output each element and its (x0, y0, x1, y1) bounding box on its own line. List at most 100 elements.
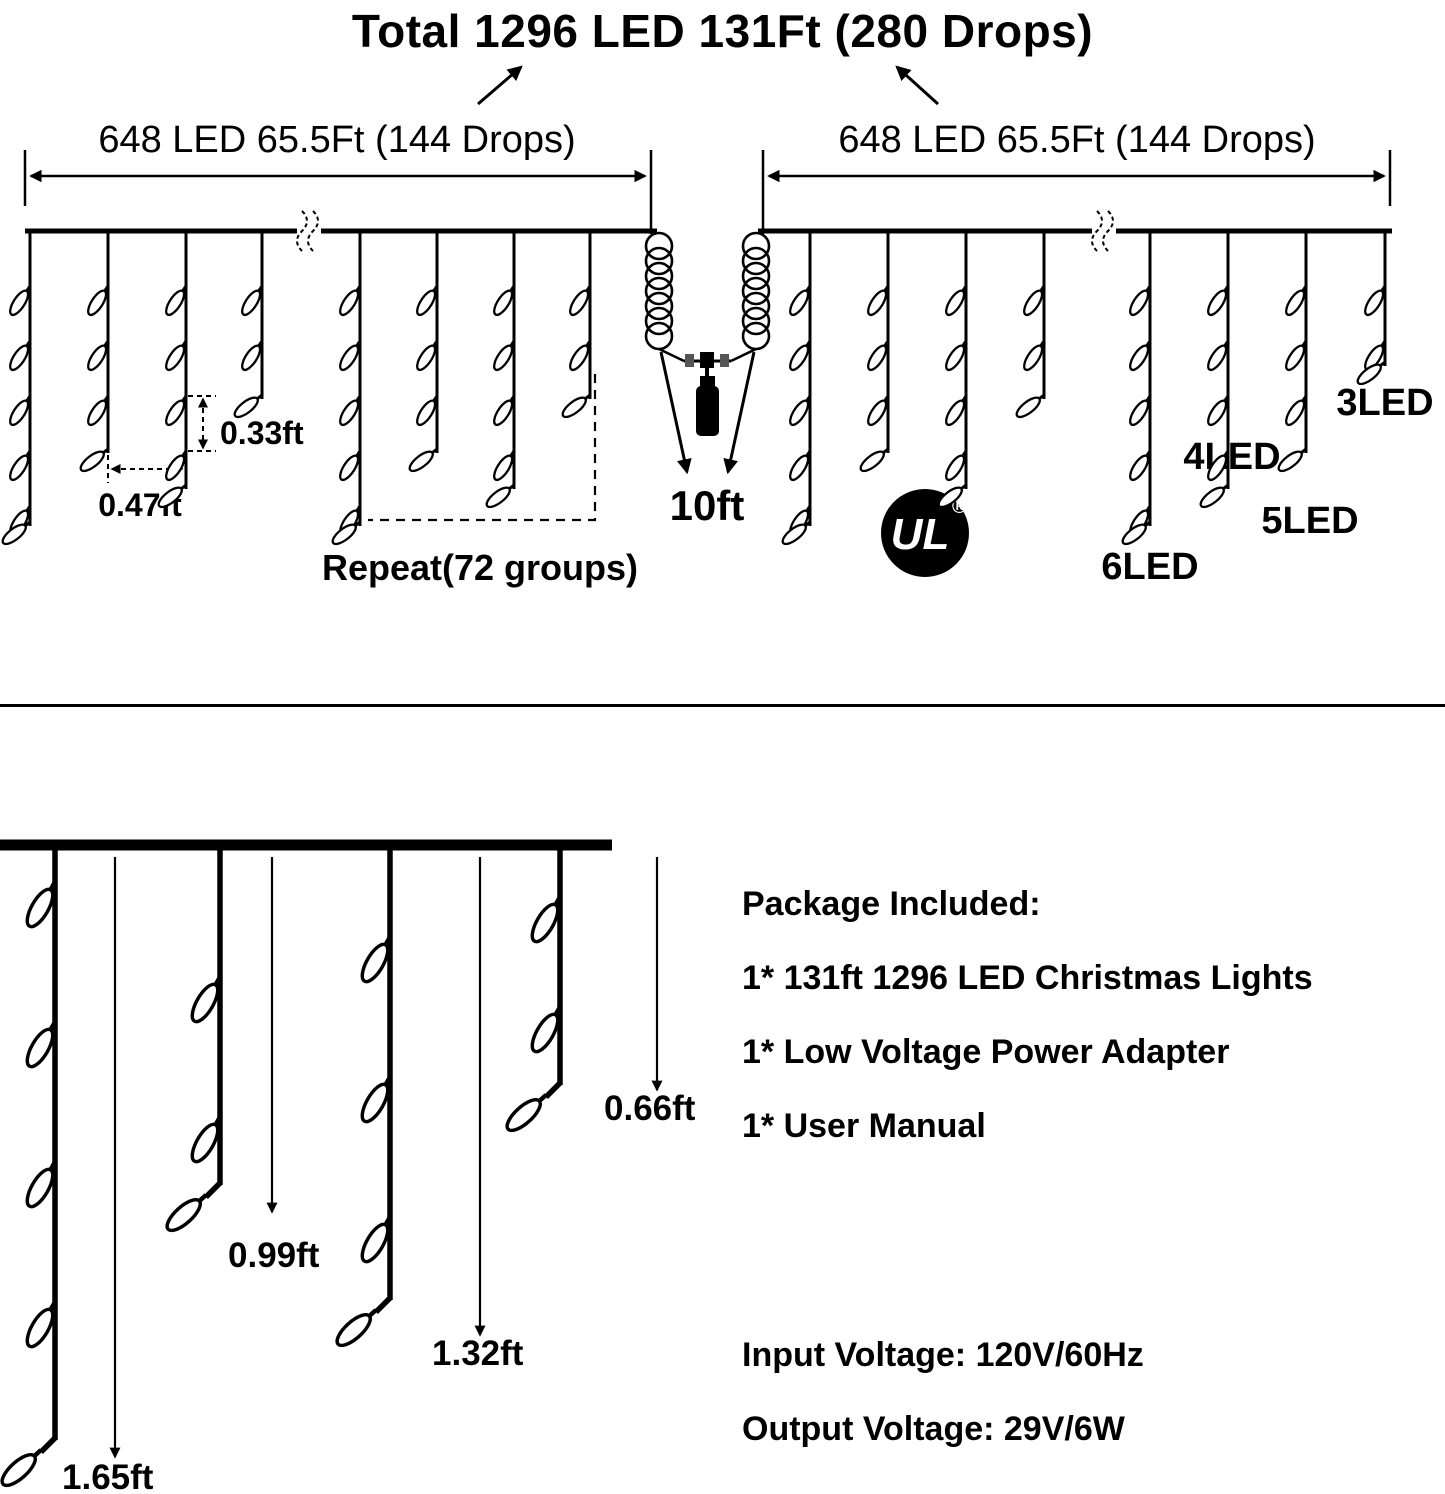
led-bulb (1356, 360, 1386, 386)
icicle-drop (561, 231, 592, 419)
icicle-drop-detail (165, 847, 223, 1233)
drop-length-0-99ft: 0.99ft (228, 1236, 320, 1275)
package-heading: Package Included: (742, 885, 1041, 923)
led-bulb (569, 285, 592, 317)
led-bulb (493, 395, 516, 427)
icicle-drop (233, 231, 264, 419)
drop-label-5led: 5LED (1261, 500, 1358, 542)
led-bulb (1207, 340, 1230, 372)
icicle-drop (331, 231, 362, 546)
led-bulb (25, 1020, 57, 1069)
led-bulb (485, 483, 515, 509)
led-bulb (87, 340, 110, 372)
led-bulb (87, 285, 110, 317)
led-bulb (9, 340, 32, 372)
led-bulb (0, 1448, 43, 1488)
led-bulb (157, 483, 187, 509)
led-bulb (1285, 395, 1308, 427)
drop-length-detail-diagram: 0.66ft 0.99ft 1.32ft 1.65ft (0, 839, 696, 1494)
led-bulb (339, 395, 362, 427)
led-bulb (1015, 393, 1045, 419)
led-bulb (530, 895, 562, 944)
led-bulb (416, 340, 439, 372)
package-item: 1* User Manual (742, 1107, 986, 1145)
wire-break-left (296, 210, 321, 252)
icicle-drop-detail (0, 847, 58, 1488)
repeat-group-label: Repeat(72 groups) (322, 547, 638, 588)
left-section-length-label: 648 LED 65.5Ft (144 Drops) (98, 119, 575, 161)
icicle-drop-detail (335, 847, 393, 1348)
package-item: 1* Low Voltage Power Adapter (742, 1033, 1230, 1071)
led-bulb (87, 395, 110, 427)
led-bulb (945, 395, 968, 427)
icicle-drop (1015, 231, 1046, 419)
led-bulb (165, 340, 188, 372)
led-bulb (1285, 285, 1308, 317)
led-bulb (9, 285, 32, 317)
registered-mark: ® (952, 496, 967, 518)
led-bulb (360, 1075, 392, 1124)
icicle-drop (1, 231, 32, 546)
led-bulb (408, 447, 438, 473)
led-bulb (339, 450, 362, 482)
led-bulb (165, 450, 188, 482)
page-title: Total 1296 LED 131Ft (280 Drops) (351, 5, 1094, 57)
ul-mark-text: UL (891, 510, 950, 559)
icicle-drop (1277, 231, 1308, 473)
center-gap-label: 10ft (670, 482, 745, 529)
gap-arrows (659, 351, 756, 475)
package-item: 1* 131ft 1296 LED Christmas Lights (742, 959, 1313, 997)
icicle-drop (781, 231, 812, 546)
drop-label-6led: 6LED (1101, 546, 1198, 588)
power-adapter (658, 347, 757, 436)
led-bulb (493, 285, 516, 317)
repeat-group-bracket (368, 374, 597, 522)
led-bulb (165, 1193, 208, 1233)
led-bulb (25, 1160, 57, 1209)
led-bulb (25, 1300, 57, 1349)
led-bulb (1364, 285, 1387, 317)
led-bulb (493, 340, 516, 372)
led-bulb (416, 395, 439, 427)
icicle-drop-detail (505, 847, 563, 1133)
led-bulb (233, 393, 263, 419)
led-bulb (530, 1005, 562, 1054)
led-bulb (1207, 285, 1230, 317)
led-bulb (190, 975, 222, 1024)
led-bulb (1277, 447, 1307, 473)
section-divider (0, 704, 1445, 707)
drop-length-arrows (109, 857, 663, 1459)
led-bulb (1129, 340, 1152, 372)
led-bulb (360, 1215, 392, 1264)
led-bulb (165, 395, 188, 427)
wire-break-right (1091, 210, 1116, 252)
icicle-drop (1199, 231, 1230, 509)
icicle-drop (408, 231, 439, 473)
led-bulb (165, 285, 188, 317)
led-bulb (781, 520, 811, 546)
wiring-diagram: 648 LED 65.5Ft (144 Drops) 648 LED 65.5F… (1, 65, 1434, 588)
drop-length-1-32ft: 1.32ft (432, 1334, 524, 1373)
icicle-drop (1121, 231, 1152, 546)
led-bulb (331, 520, 361, 546)
led-bulb (79, 447, 109, 473)
coiled-wires (644, 231, 771, 351)
dimension-line-right (761, 150, 1392, 234)
input-voltage: Input Voltage: 120V/60Hz (742, 1336, 1144, 1374)
bulb-spacing-measure (188, 395, 216, 452)
package-info: Package Included: 1* 131ft 1296 LED Chri… (742, 884, 1442, 1483)
led-bulb (569, 340, 592, 372)
led-bulb (1285, 340, 1308, 372)
detail-icicle-drops (0, 847, 563, 1488)
led-bulb (1207, 395, 1230, 427)
led-bulb (241, 285, 264, 317)
drop-length-0-66ft: 0.66ft (604, 1089, 696, 1128)
led-bulb (1207, 450, 1230, 482)
output-voltage: Output Voltage: 29V/6W (742, 1410, 1125, 1448)
led-bulb (190, 1115, 222, 1164)
led-bulb (945, 340, 968, 372)
led-bulb (945, 285, 968, 317)
led-bulb (1023, 285, 1046, 317)
icicle-drop (1356, 231, 1387, 386)
